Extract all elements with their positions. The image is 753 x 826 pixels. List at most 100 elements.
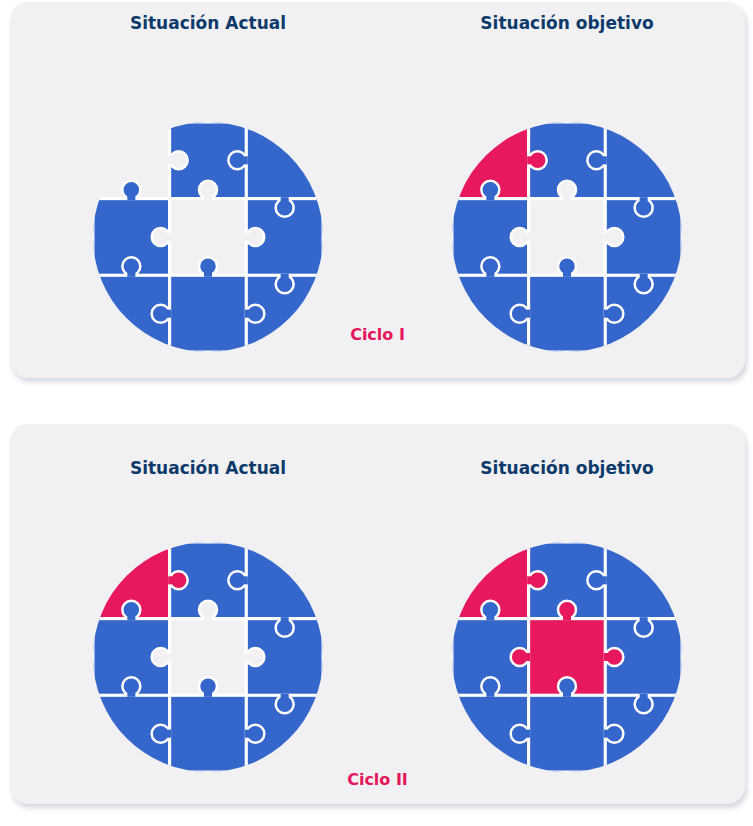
- puzzle-knob-neck: [281, 617, 289, 623]
- puzzle-knob-neck: [563, 194, 571, 200]
- puzzle-knob-neck: [640, 197, 648, 203]
- puzzle-knob-neck: [127, 614, 135, 620]
- puzzle-piece: [529, 695, 606, 772]
- puzzle-piece: [93, 275, 170, 352]
- puzzle-knob-neck: [563, 614, 571, 620]
- puzzle-piece: [452, 275, 529, 352]
- puzzle-piece: [529, 199, 606, 276]
- puzzle-piece: [529, 122, 606, 199]
- puzzle-knob-neck: [527, 576, 533, 584]
- cycle-panel: Ciclo II Situación Actual Situación objeti…: [10, 424, 745, 804]
- puzzle-knob-neck: [563, 271, 571, 277]
- puzzle-knob-neck: [604, 233, 610, 241]
- puzzle-knob-neck: [640, 694, 648, 700]
- situation-heading: Situación objetivo: [452, 12, 682, 34]
- puzzle-illustration: [93, 542, 323, 772]
- puzzle-knob-neck: [204, 194, 212, 200]
- puzzle-knob-neck: [524, 233, 530, 241]
- puzzle-knob-neck: [281, 197, 289, 203]
- puzzle-knob-neck: [127, 691, 135, 697]
- puzzle-knob-neck: [486, 194, 494, 200]
- situation-heading: Situación Actual: [93, 12, 323, 34]
- puzzle-piece: [605, 199, 682, 276]
- puzzle-knob-neck: [281, 274, 289, 280]
- puzzle-circle: Situación objetivo: [452, 457, 682, 772]
- puzzle-piece: [170, 199, 247, 276]
- puzzle-piece: [246, 122, 323, 199]
- puzzle-piece: [246, 619, 323, 696]
- puzzle-illustration: [452, 542, 682, 772]
- puzzle-group: [452, 122, 682, 352]
- puzzle-piece: [605, 619, 682, 696]
- puzzle-knob-neck: [486, 614, 494, 620]
- cycle-panel: Ciclo I Situación Actual Situación objetiv…: [10, 2, 745, 378]
- puzzle-piece: [170, 542, 247, 619]
- puzzle-knob-neck: [640, 274, 648, 280]
- puzzle-piece: [529, 619, 606, 696]
- puzzle-knob-neck: [242, 576, 248, 584]
- puzzle-knob-neck: [601, 576, 607, 584]
- puzzle-piece: [605, 275, 682, 352]
- puzzle-knob-neck: [204, 614, 212, 620]
- puzzle-knob-neck: [527, 156, 533, 164]
- puzzle-piece: [93, 542, 170, 619]
- situation-heading: Situación Actual: [93, 457, 323, 479]
- puzzle-knob-neck: [245, 653, 251, 661]
- puzzle-piece: [246, 695, 323, 772]
- puzzle-knob-neck: [486, 691, 494, 697]
- puzzle-piece: [170, 122, 247, 199]
- puzzle-piece: [170, 619, 247, 696]
- puzzle-piece: [605, 695, 682, 772]
- cycle-label-wrap: Ciclo II: [10, 769, 745, 791]
- puzzle-knob-neck: [604, 310, 610, 318]
- puzzle-knob-neck: [524, 310, 530, 318]
- puzzle-knob-neck: [165, 310, 171, 318]
- puzzle-group: [93, 542, 323, 772]
- puzzle-knob-neck: [640, 617, 648, 623]
- puzzle-knob-neck: [204, 271, 212, 277]
- puzzle-piece: [246, 542, 323, 619]
- cycle-label-wrap: Ciclo I: [10, 324, 745, 346]
- puzzle-knob-neck: [204, 691, 212, 697]
- puzzle-piece: [170, 275, 247, 352]
- puzzle-illustration: [93, 122, 323, 352]
- cycle-label: Ciclo II: [347, 770, 408, 789]
- puzzle-knob-neck: [165, 653, 171, 661]
- puzzle-knob-neck: [486, 271, 494, 277]
- puzzle-circle: Situación Actual: [93, 457, 323, 772]
- puzzle-knob-neck: [127, 271, 135, 277]
- puzzle-piece: [452, 695, 529, 772]
- puzzle-piece: [605, 122, 682, 199]
- puzzle-knob-neck: [245, 310, 251, 318]
- puzzle-knob-neck: [524, 653, 530, 661]
- puzzle-piece: [529, 542, 606, 619]
- puzzle-piece: [452, 199, 529, 276]
- puzzle-piece: [93, 122, 170, 199]
- situation-heading: Situación objetivo: [452, 457, 682, 479]
- puzzle-circle: Situación Actual: [93, 12, 323, 352]
- puzzle-knob-neck: [601, 156, 607, 164]
- puzzle-piece: [605, 542, 682, 619]
- puzzle-illustration: [452, 122, 682, 352]
- puzzle-knob-neck: [245, 730, 251, 738]
- puzzle-knob-neck: [281, 694, 289, 700]
- puzzle-circle: Situación objetivo: [452, 12, 682, 352]
- puzzle-piece: [93, 199, 170, 276]
- puzzle-knob-neck: [165, 730, 171, 738]
- puzzle-piece: [93, 695, 170, 772]
- puzzle-knob-neck: [604, 653, 610, 661]
- puzzle-piece: [93, 619, 170, 696]
- puzzle-piece: [529, 275, 606, 352]
- puzzle-piece: [246, 275, 323, 352]
- puzzle-knob-neck: [168, 156, 174, 164]
- puzzle-group: [93, 122, 323, 352]
- puzzle-piece: [170, 695, 247, 772]
- puzzle-knob-neck: [604, 730, 610, 738]
- puzzle-piece: [452, 542, 529, 619]
- puzzle-group: [452, 542, 682, 772]
- puzzle-knob-neck: [245, 233, 251, 241]
- puzzle-knob-neck: [524, 730, 530, 738]
- puzzle-knob-neck: [165, 233, 171, 241]
- cycle-label: Ciclo I: [350, 325, 405, 344]
- puzzle-knob-neck: [563, 691, 571, 697]
